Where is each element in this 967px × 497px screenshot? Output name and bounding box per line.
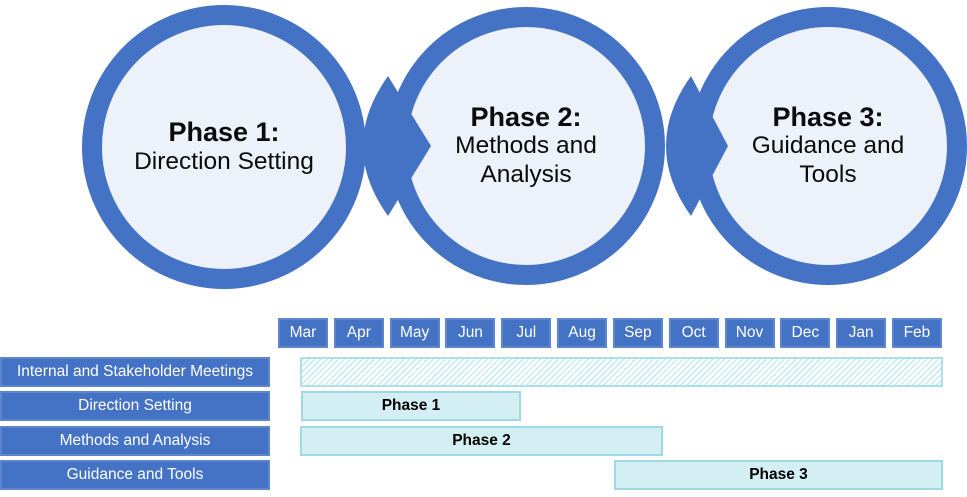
gantt-bar-phase-2: Phase 2 (300, 426, 663, 456)
phase-2-text: Phase 2: Methods and Analysis (426, 102, 626, 190)
phase-3-text: Phase 3: Guidance and Tools (728, 102, 928, 190)
month-cell-mar: Mar (278, 318, 328, 348)
month-cell-sep: Sep (612, 318, 663, 348)
phase-2-subtitle: Methods and Analysis (455, 132, 597, 189)
month-cell-feb: Feb (891, 318, 942, 348)
phase-1-subtitle: Direction Setting (134, 147, 314, 175)
row-label-guidance-and-tools: Guidance and Tools (0, 460, 270, 490)
phase-1-title: Phase 1: (168, 117, 280, 148)
month-cell-jun: Jun (445, 318, 496, 348)
month-header-row: Mar Apr May Jun Jul Aug Sep Oct Nov Dec … (278, 318, 942, 348)
phase-3-circle: Phase 3: Guidance and Tools (689, 7, 967, 285)
month-cell-may: May (389, 318, 440, 348)
month-cell-jul: Jul (501, 318, 552, 348)
phase-3-subtitle: Guidance and Tools (751, 132, 905, 189)
phase-3-title: Phase 3: (772, 101, 884, 132)
gantt-bar-internal-stakeholder-meetings (300, 357, 943, 387)
row-label-methods-and-analysis: Methods and Analysis (0, 426, 270, 456)
row-label-internal-stakeholder-meetings: Internal and Stakeholder Meetings (0, 357, 270, 387)
gantt-bar-phase-3: Phase 3 (614, 460, 943, 490)
gantt-bar-phase-1: Phase 1 (301, 391, 521, 421)
month-cell-apr: Apr (333, 318, 384, 348)
phase-1-circle: Phase 1: Direction Setting (82, 5, 366, 289)
month-cell-jan: Jan (836, 318, 887, 348)
month-cell-dec: Dec (780, 318, 831, 348)
phase-2-title: Phase 2: (470, 101, 582, 132)
month-cell-nov: Nov (724, 318, 775, 348)
phase-2-circle: Phase 2: Methods and Analysis (387, 7, 665, 285)
month-cell-oct: Oct (668, 318, 719, 348)
phase-1-text: Phase 1: Direction Setting (108, 117, 340, 176)
month-cell-aug: Aug (557, 318, 608, 348)
row-label-direction-setting: Direction Setting (0, 391, 270, 421)
